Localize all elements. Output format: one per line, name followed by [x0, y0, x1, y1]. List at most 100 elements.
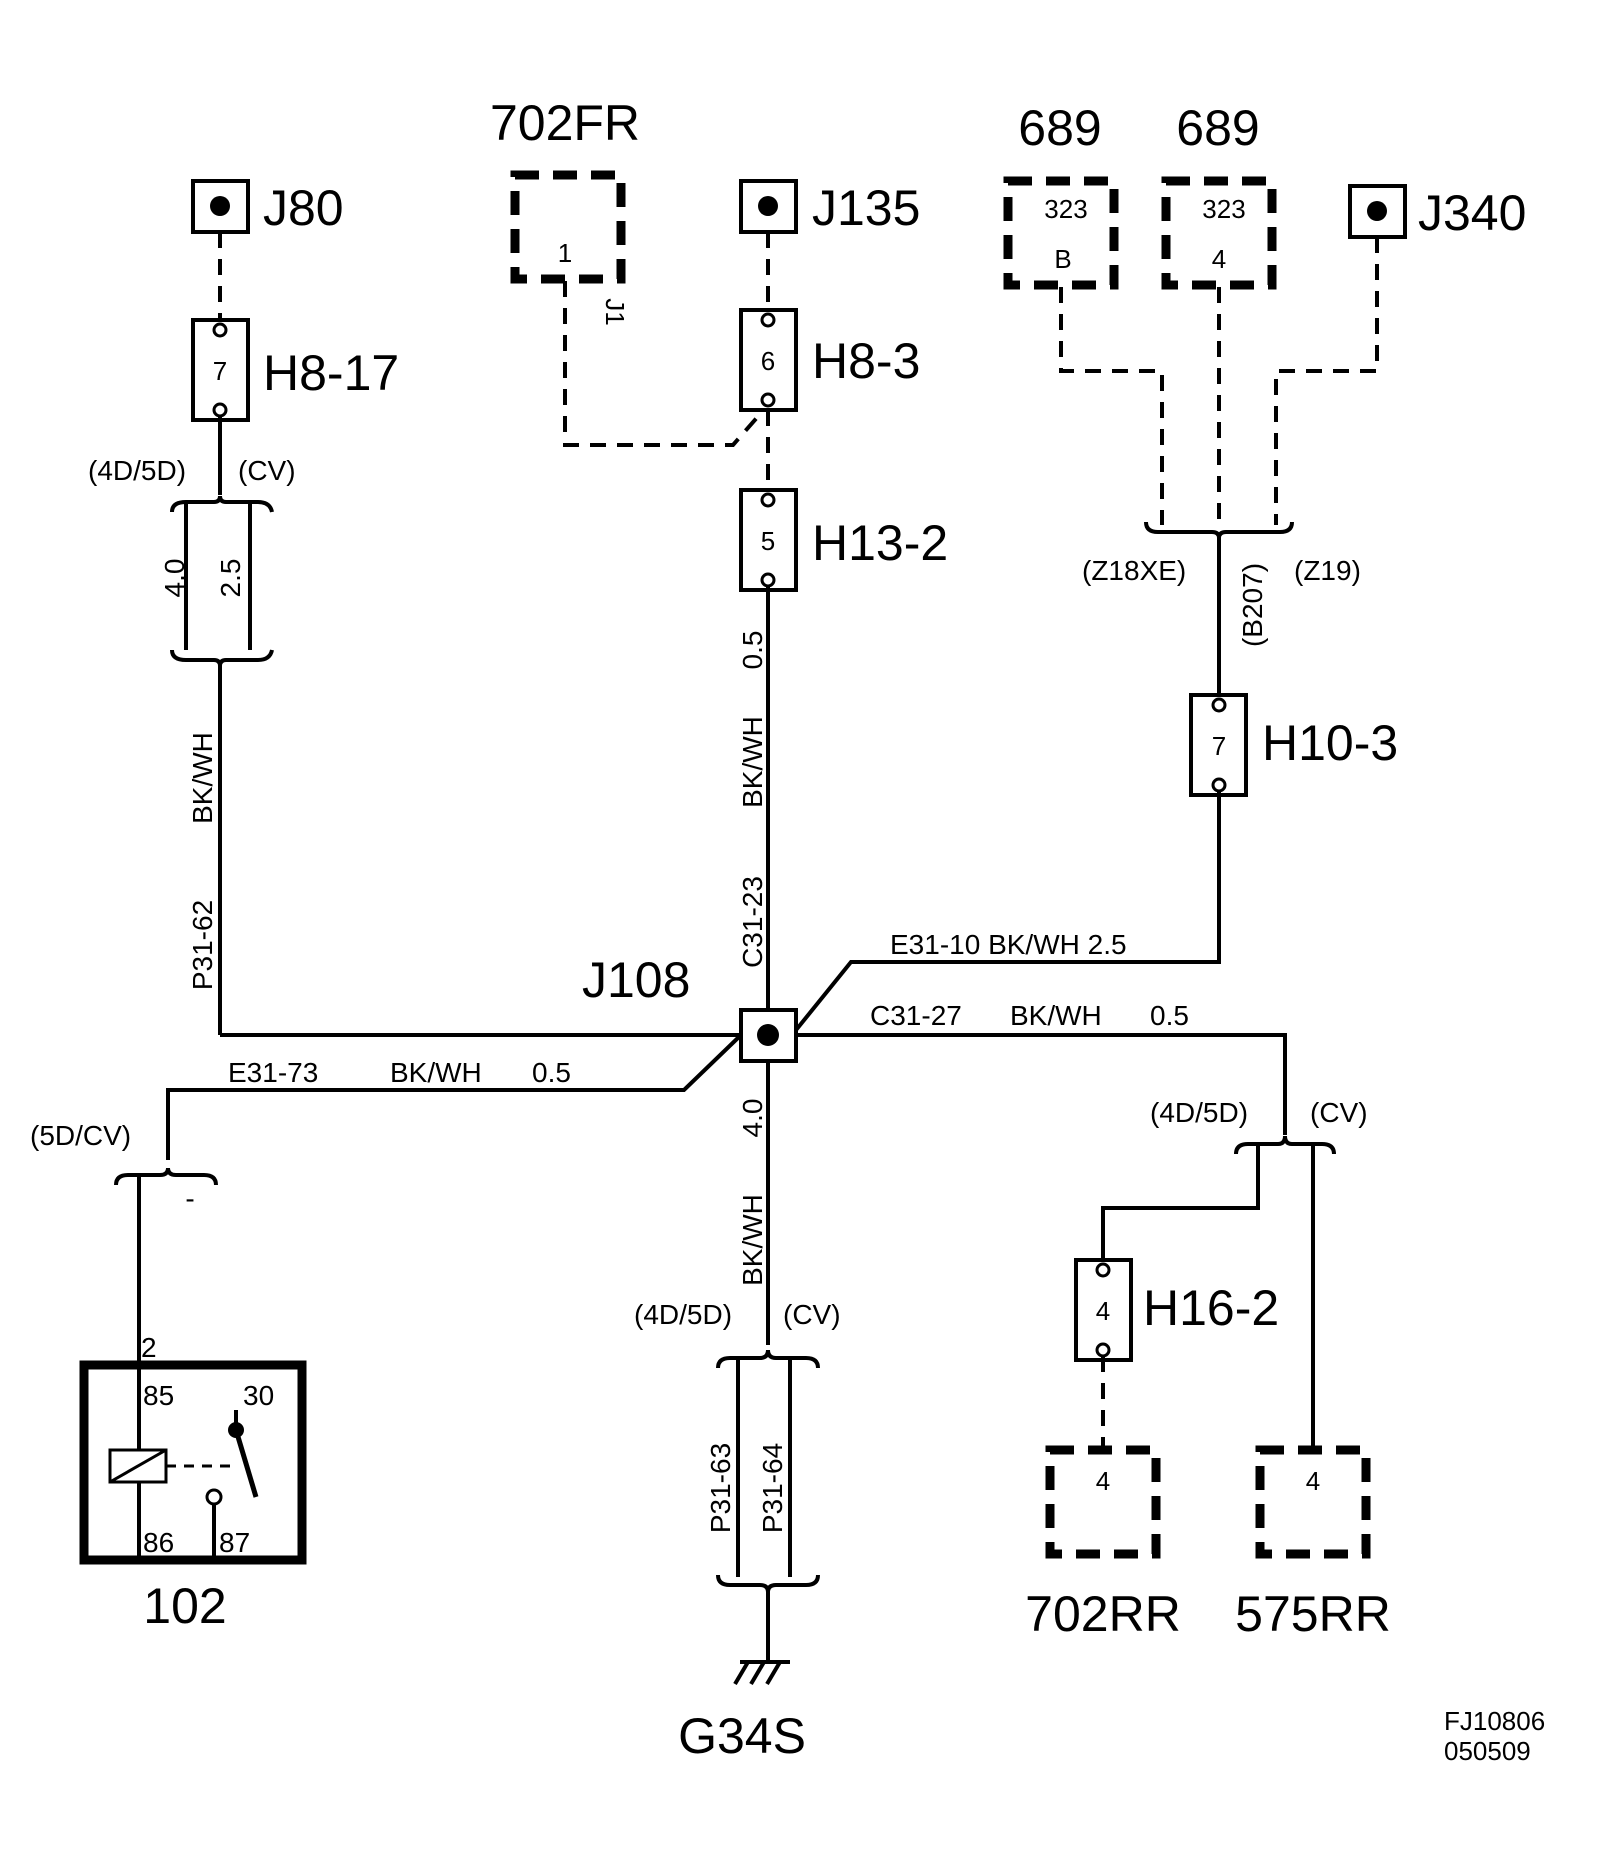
left-split-bracket-top: [170, 495, 274, 513]
c702rr-label: 702RR: [1025, 1586, 1181, 1642]
h8-17-pin-number: 7: [213, 356, 227, 386]
h10-3-pin-top: [1211, 697, 1227, 713]
relay-switch-arm: [233, 1429, 259, 1498]
left-split-bracket-bottom: [170, 649, 274, 667]
c689a-label: 689: [1018, 100, 1101, 156]
c689-j340-group: 689 323 B 689 323 4 J340 (Z18XE) (B207) …: [790, 100, 1526, 1037]
c31-27-size: 0.5: [1150, 1000, 1189, 1031]
c689b-component[interactable]: [1161, 176, 1277, 290]
c689b-bottom-text: 4: [1212, 244, 1226, 274]
e31-73-size: 0.5: [532, 1057, 571, 1088]
h10-3-pin-bottom: [1211, 777, 1227, 793]
j135-terminal-dot: [758, 196, 778, 216]
e31-73-branch: E31-73 BK/WH 0.5 (5D/CV) -: [30, 1033, 743, 1365]
relay-coil-diagonal: [109, 1448, 167, 1484]
relay-open-branch-mark: -: [185, 1183, 194, 1214]
h13-2-pin-bottom: [760, 572, 776, 588]
c689a-bottom-text: B: [1054, 244, 1071, 274]
h8-17-pin-bottom: [212, 402, 228, 418]
j340-label: J340: [1418, 185, 1526, 241]
c689a-component[interactable]: [1003, 176, 1119, 290]
c702fr-group: 702FR 1 J1: [490, 95, 770, 447]
center-wire-id: C31-23: [737, 876, 768, 968]
lower-variant-b: (CV): [783, 1299, 841, 1330]
c702rr-component[interactable]: [1045, 1445, 1161, 1559]
j80-label: J80: [263, 180, 344, 236]
ground-wire-id-b: P31-64: [757, 1443, 788, 1533]
c31-27-id: C31-27: [870, 1000, 962, 1031]
figure-date: 050509: [1444, 1736, 1531, 1766]
h16-2-feed-wire: [1101, 1144, 1260, 1260]
engine-label-z18xe: (Z18XE): [1082, 555, 1186, 586]
h16-2-pin-number: 4: [1096, 1296, 1110, 1326]
j340-terminal-dot: [1367, 201, 1387, 221]
j108-splice-dot: [757, 1024, 779, 1046]
e31-73-wire: [166, 1033, 743, 1160]
relay-pin-85: 85: [143, 1380, 174, 1411]
right-merge-bracket: [1144, 521, 1294, 539]
j80-branch: J80 7 H8-17 (4D/5D) (CV) 4.0 2.5 BK/WH P…: [88, 179, 740, 1037]
center-wire-color: BK/WH: [737, 716, 768, 808]
c31-27-branch: C31-27 BK/WH 0.5 (4D/5D) (CV) 4 H16-2 4 …: [796, 1000, 1391, 1642]
h13-2-label: H13-2: [812, 515, 948, 571]
figure-code: FJ10806: [1444, 1706, 1545, 1736]
c575rr-label: 575RR: [1235, 1586, 1391, 1642]
h13-2-pin-number: 5: [761, 526, 775, 556]
engine-label-z19: (Z19): [1294, 555, 1361, 586]
relay-pin-86: 86: [143, 1527, 174, 1558]
relay-102: 2 85 30 86 87 102: [79, 1332, 307, 1634]
right-variant-a: (4D/5D): [1150, 1097, 1248, 1128]
left-size-a: 4.0: [159, 559, 190, 598]
j80-terminal-dot: [210, 196, 230, 216]
h10-3-pin-number: 7: [1212, 731, 1226, 761]
c689b-label: 689: [1176, 100, 1259, 156]
lower-wire-color: BK/WH: [737, 1194, 768, 1286]
ground-wire-id-a: P31-63: [705, 1443, 736, 1533]
c702fr-dashed-wire: [563, 281, 770, 447]
h16-2-pin-top: [1095, 1262, 1111, 1278]
c689b-top-text: 323: [1202, 194, 1245, 224]
j135-label: J135: [812, 180, 920, 236]
h8-3-pin-bottom: [760, 392, 776, 408]
h8-3-pin-number: 6: [761, 346, 775, 376]
c575rr-component[interactable]: [1255, 1445, 1371, 1559]
left-size-b: 2.5: [215, 559, 246, 598]
c702fr-lead-label: J1: [600, 298, 630, 325]
right-variant-b: (CV): [1310, 1097, 1368, 1128]
relay-variant-label: (5D/CV): [30, 1120, 131, 1151]
relay-contact-87: [205, 1488, 223, 1506]
c702fr-label: 702FR: [490, 95, 640, 151]
relay-pin-2: 2: [141, 1332, 157, 1363]
left-wire-color: BK/WH: [187, 732, 218, 824]
left-wire-id: P31-62: [187, 900, 218, 990]
h8-17-label: H8-17: [263, 345, 399, 401]
ground-split-bracket-top: [716, 1349, 820, 1369]
c702fr-component[interactable]: [510, 170, 626, 284]
j340-dashed-wire: [1274, 237, 1379, 525]
c689a-dashed-wire: [1059, 287, 1164, 525]
c702fr-pin: 1: [558, 238, 572, 268]
e31-73-id: E31-73: [228, 1057, 318, 1088]
engine-label-b207: (B207): [1237, 563, 1268, 647]
h8-17-pin-top: [212, 322, 228, 338]
h8-3-label: H8-3: [812, 333, 920, 389]
j135-branch: J135 6 H8-3 5 H13-2 0.5 BK/WH C31-23: [737, 179, 948, 1010]
center-wire-size: 0.5: [737, 631, 768, 670]
e31-10-label: E31-10 BK/WH 2.5: [890, 929, 1127, 960]
e31-73-color: BK/WH: [390, 1057, 482, 1088]
ground-branch: 4.0 BK/WH (4D/5D) (CV) P31-63 P31-64 G34…: [634, 1061, 841, 1764]
left-variant-a: (4D/5D): [88, 455, 186, 486]
j108-label: J108: [582, 952, 690, 1008]
c575rr-pin: 4: [1306, 1466, 1320, 1496]
c31-27-color: BK/WH: [1010, 1000, 1102, 1031]
relay-102-label: 102: [143, 1578, 226, 1634]
left-variant-b: (CV): [238, 455, 296, 486]
h10-3-label: H10-3: [1262, 715, 1398, 771]
ground-symbol: [733, 1660, 790, 1686]
c702rr-pin: 4: [1096, 1466, 1110, 1496]
ground-split-bracket-bottom: [716, 1574, 820, 1593]
lower-variant-a: (4D/5D): [634, 1299, 732, 1330]
relay-pin-87: 87: [219, 1527, 250, 1558]
relay-pin-30: 30: [243, 1380, 274, 1411]
